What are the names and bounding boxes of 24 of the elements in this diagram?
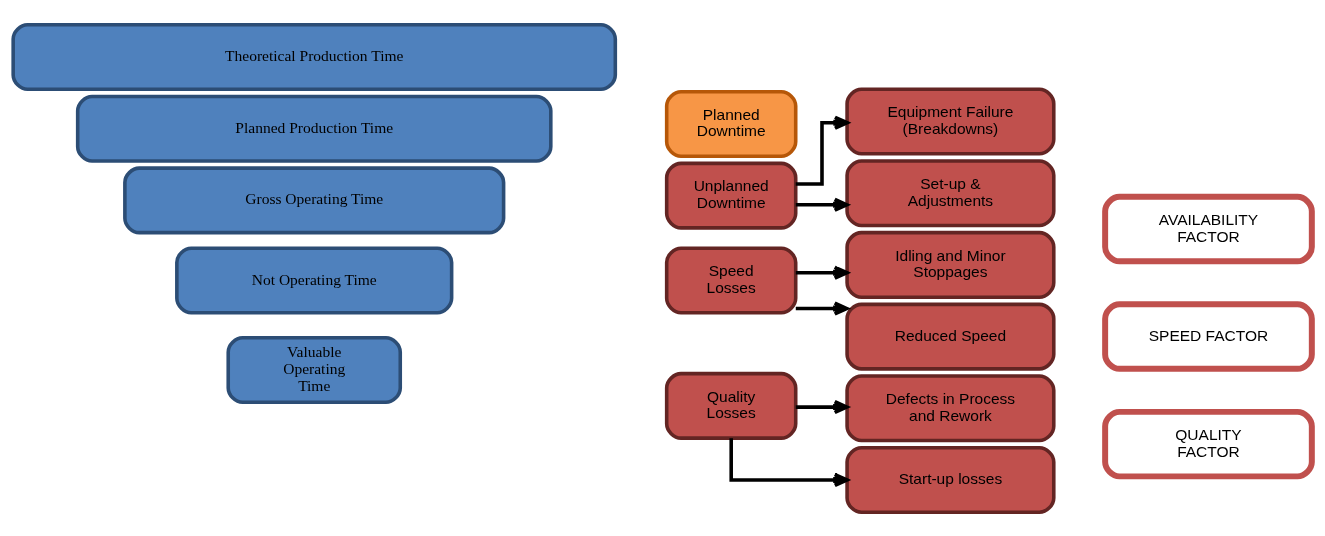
node-box: QUALITY FACTOR	[1102, 408, 1315, 479]
node-box: Planned Production Time	[75, 94, 553, 163]
node-box: Theoretical Production Time	[11, 22, 618, 91]
node-box: Quality Losses	[664, 371, 798, 440]
node-box: Speed Losses	[664, 245, 798, 314]
node-box: Defects in Process and Rework	[845, 373, 1056, 442]
arrow	[795, 300, 849, 316]
node-box: Set-up & Adjustments	[845, 158, 1056, 227]
node-box: Equipment Failure (Breakdowns)	[845, 87, 1056, 156]
arrow	[795, 265, 849, 280]
node-box: SPEED FACTOR	[1102, 300, 1315, 372]
node-box: Reduced Speed	[845, 302, 1056, 371]
node-box: Unplanned Downtime	[664, 161, 798, 230]
node-box: Not Operating Time	[175, 245, 454, 314]
node-box: Planned Downtime	[664, 89, 798, 158]
node-box: Gross Operating Time	[123, 165, 506, 234]
arrow	[729, 437, 849, 487]
node-box: Valuable Operating Time	[226, 335, 403, 404]
arrow	[795, 115, 849, 186]
arrow	[795, 399, 849, 414]
node-box: AVAILABILITY FACTOR	[1102, 193, 1315, 264]
node-box: Start-up losses	[845, 445, 1056, 514]
node-box: Idling and Minor Stoppages	[845, 230, 1056, 299]
arrow	[795, 197, 849, 212]
